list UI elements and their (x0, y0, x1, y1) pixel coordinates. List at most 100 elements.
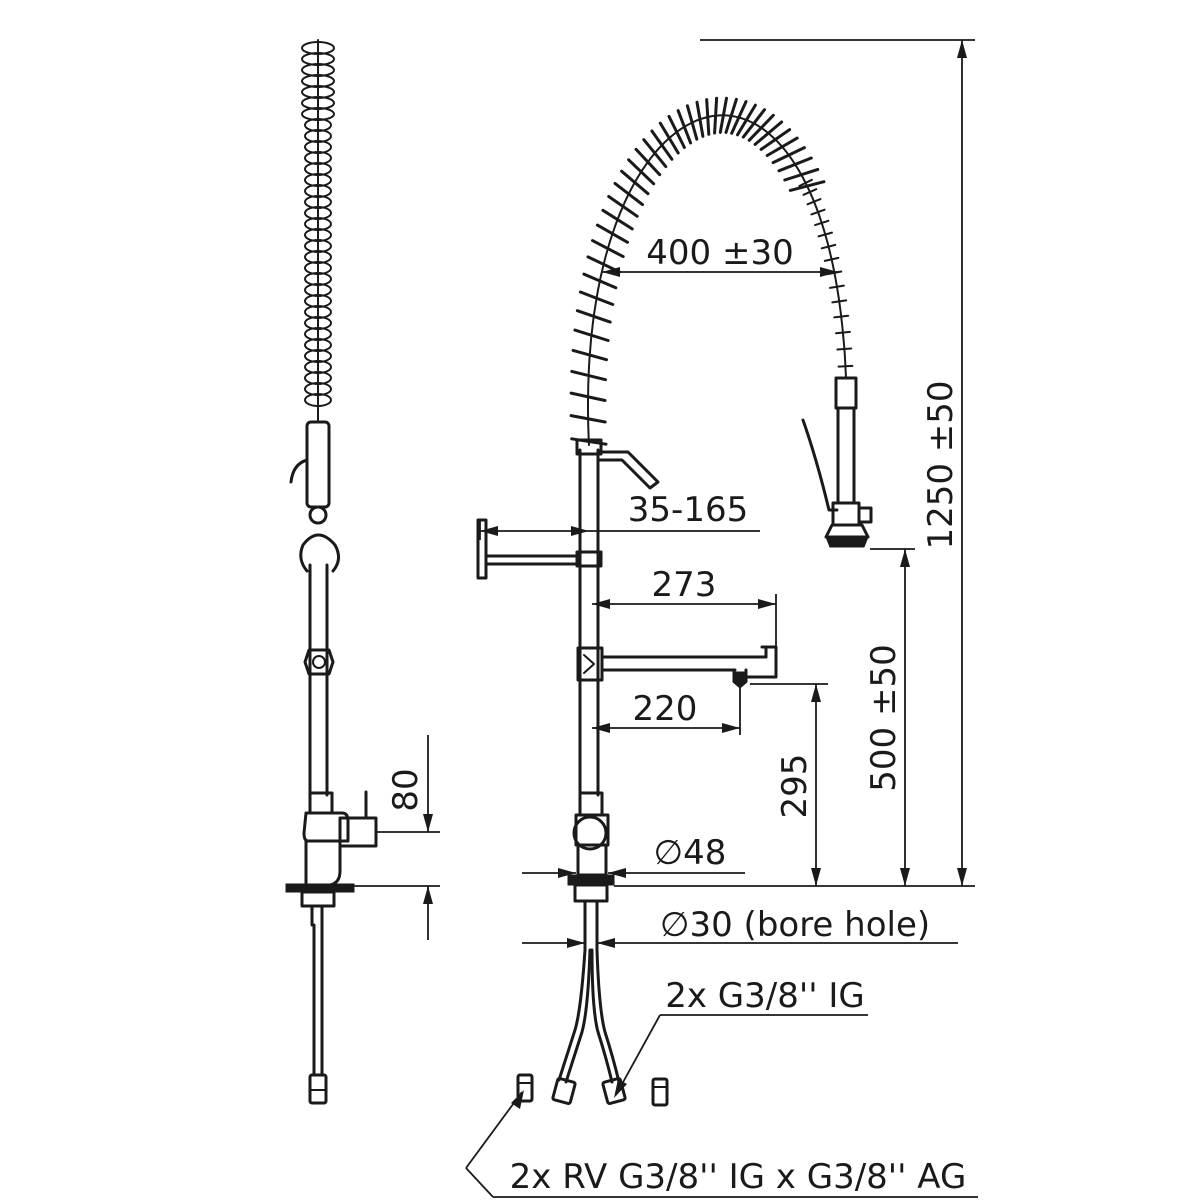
front-spring-coil (741, 108, 766, 139)
dim-body-dia-label: ∅48 (654, 833, 727, 873)
spray-head-cap (825, 536, 869, 548)
front-spring-coil (685, 104, 699, 141)
front-spring-coil (613, 181, 644, 207)
front-spring-coil (695, 100, 705, 138)
spray-head-nozzle (824, 523, 870, 539)
front-hose-segment (798, 178, 813, 187)
front-spring-coil (676, 109, 693, 145)
front-hose-segment (833, 314, 850, 319)
front-spring-coil (736, 103, 757, 137)
front-spring-core (587, 114, 847, 446)
front-hose-segment (823, 256, 840, 262)
dim-80-label: 80 (386, 768, 426, 811)
front-spring-coil (634, 147, 662, 177)
front-spring-coil (730, 100, 748, 135)
front-spring-coil (569, 414, 607, 424)
side-joint (303, 648, 335, 676)
front-spring-coil (575, 309, 612, 324)
front-spring-coil (642, 138, 668, 169)
check-valve-left (516, 1073, 534, 1103)
front-spring-coil (667, 114, 686, 149)
front-spring-coil (753, 120, 784, 146)
spray-head-body (836, 406, 856, 505)
front-spring-coil (788, 180, 826, 192)
spray-head-collar (834, 376, 858, 410)
spout-joint (576, 646, 604, 682)
wall-bracket-plate (476, 518, 488, 580)
hose-left-inner (564, 948, 592, 1084)
front-spring-coil (718, 96, 728, 134)
side-base-nut (300, 890, 336, 908)
dim-spout-reach-label: 273 (652, 565, 717, 605)
front-spring-coil (627, 158, 656, 186)
side-joint-ring (312, 655, 326, 669)
spout-joint-mark (583, 654, 595, 674)
side-hook (299, 533, 340, 573)
valves-label: 2x RV G3/8'' IG x G3/8'' AG (510, 1157, 967, 1197)
front-spring-coil (658, 121, 680, 155)
dim-80-arrow-top (423, 814, 433, 832)
dim-bore-hole-label: ∅30 (bore hole) (660, 905, 930, 945)
front-hose-segment (810, 208, 826, 216)
front-spring-coil (578, 290, 615, 306)
front-hose-segment (837, 364, 854, 368)
front-spring-coil (571, 348, 608, 362)
spout-outlet (732, 671, 748, 689)
front-spring-coil (591, 239, 625, 259)
dim-arc-width-label: 400 ±30 (646, 233, 793, 273)
spray-head-valve (831, 501, 861, 527)
front-spring-coil (650, 129, 674, 161)
side-spring (301, 39, 335, 421)
front-spring-coil (582, 272, 618, 290)
front-spring-coil (595, 223, 629, 244)
front-hose-segment (836, 347, 853, 351)
front-spring-coil (724, 97, 738, 134)
front-spring-coil (569, 391, 607, 402)
hose-right-inner (590, 948, 614, 1084)
spring-holder-arm (596, 450, 660, 490)
connection-label: 2x G3/8'' IG (665, 976, 865, 1016)
front-hose-segment (831, 299, 848, 304)
body-upper (574, 813, 610, 847)
front-spring-coil (783, 167, 820, 182)
base-nut (573, 883, 609, 903)
spray-head-handle (801, 418, 839, 512)
front-spring-coil (777, 156, 813, 173)
dim-80-arrow-bottom (423, 886, 433, 904)
side-spray-lever (289, 458, 309, 484)
front-spring-coil (713, 96, 719, 135)
front-spring-coil (620, 169, 650, 196)
front-spring-coil (759, 128, 792, 151)
hose-end-left (551, 1076, 577, 1106)
front-spring-coil (601, 208, 634, 231)
dim-outlet-reach-label: 220 (633, 689, 698, 729)
dim-spray-height-label: 500 ±50 (864, 644, 904, 791)
front-hose-segment (802, 188, 818, 196)
side-body-lower (304, 839, 342, 887)
side-spray-head (305, 420, 331, 509)
bracket-clamp (575, 550, 603, 568)
front-spring-coil (747, 113, 775, 142)
front-hose-segment (806, 198, 822, 206)
front-spring-coil (705, 98, 711, 136)
hose-right-outer (595, 948, 621, 1084)
side-body-collar (308, 791, 334, 815)
front-view (476, 96, 873, 1107)
front-spring-coil (771, 146, 806, 165)
side-spray-button (308, 505, 328, 525)
front-hose-segment (829, 284, 845, 289)
front-spring-coil (765, 136, 799, 157)
hose-left-outer (557, 948, 587, 1082)
front-hose-segment (835, 330, 851, 335)
front-hose-segment (820, 243, 837, 250)
front-spring-coil (573, 328, 610, 342)
side-body (302, 811, 350, 843)
spout-end (744, 645, 778, 679)
side-view: 80 (285, 39, 440, 1105)
front-spring-coil (570, 369, 607, 382)
check-valve-right (651, 1077, 669, 1107)
dim-total-height-label: 1250 ±50 (921, 380, 961, 549)
front-spring-coil (607, 195, 639, 218)
dim-outlet-height-label: 295 (775, 754, 815, 819)
spray-head-side (857, 506, 873, 524)
